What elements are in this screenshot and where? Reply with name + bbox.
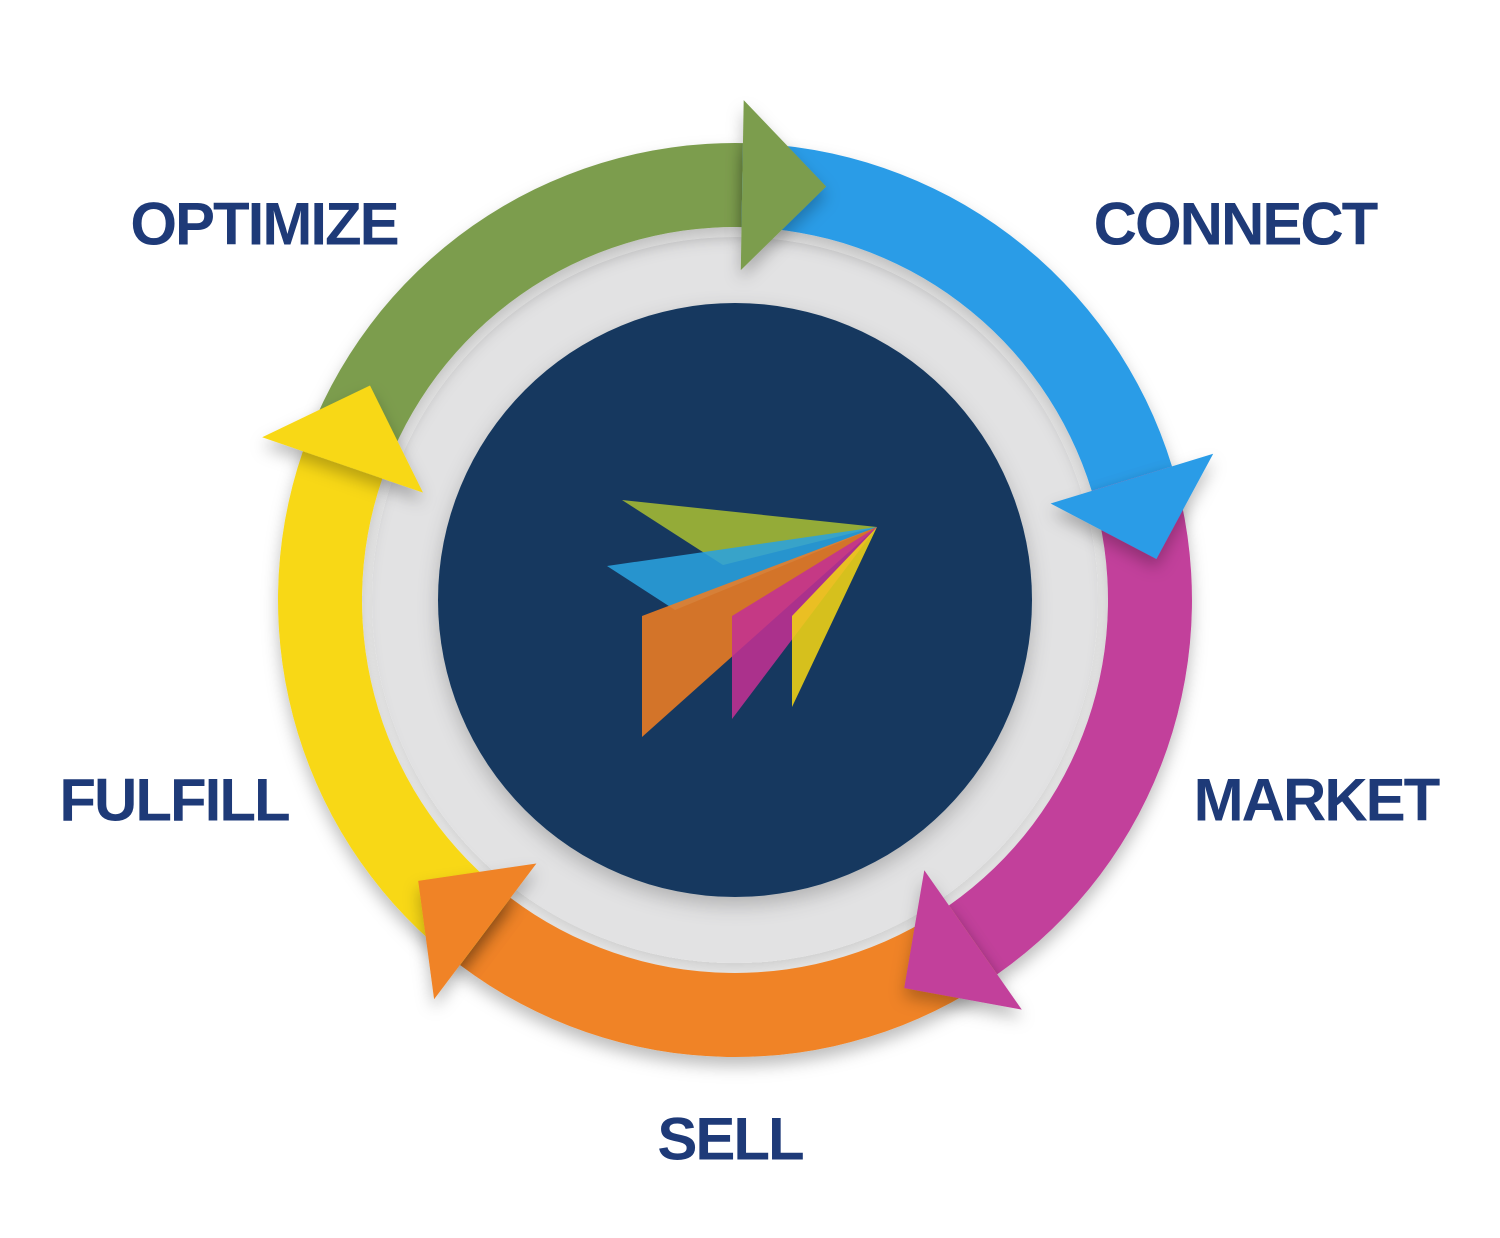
label-market: MARKET	[1193, 766, 1441, 834]
arc-sell	[460, 897, 998, 1058]
gray-ring	[372, 237, 1098, 963]
label-fulfill: FULFILL	[59, 766, 290, 834]
label-sell: SELL	[657, 1105, 804, 1173]
arc-connect	[741, 143, 1172, 491]
arrowhead-optimize	[740, 100, 827, 271]
arc-fulfill	[277, 451, 511, 965]
arrowhead-connect	[1050, 453, 1214, 559]
gray-ring-band	[372, 237, 1098, 963]
arrowhead-sell	[418, 863, 537, 1000]
arc-optimize	[302, 143, 743, 479]
label-connect: CONNECT	[1093, 190, 1379, 258]
logo-wing-yellow	[792, 527, 877, 707]
paper-plane-logo	[607, 500, 877, 737]
arc-market	[948, 466, 1192, 975]
logo-wing-blue	[607, 527, 877, 610]
cycle-arrowheads	[262, 100, 1214, 1010]
logo-wing-green	[622, 500, 877, 565]
arrowhead-market	[904, 870, 1022, 1010]
label-optimize: OPTIMIZE	[130, 190, 399, 258]
cycle-arcs	[277, 143, 1192, 1058]
arrowhead-fulfill	[262, 385, 423, 493]
